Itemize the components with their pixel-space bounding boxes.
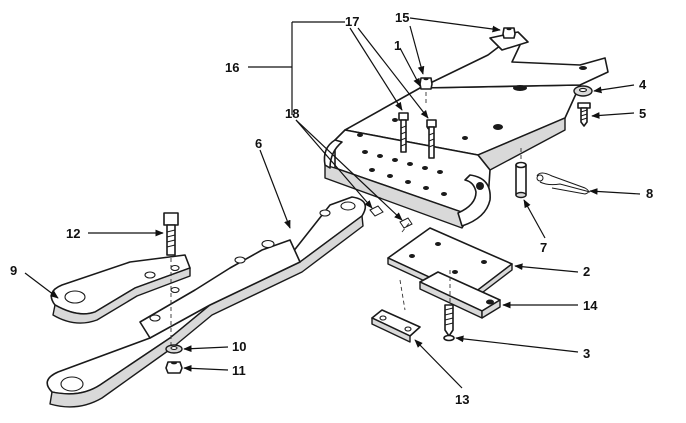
frame-holes [357, 66, 587, 196]
screw-5 [577, 102, 591, 127]
callout-6: 6 [255, 136, 262, 151]
callout-18: 18 [285, 106, 299, 121]
callout-14: 14 [583, 298, 598, 313]
callout-5: 5 [639, 106, 646, 121]
callout-3: 3 [583, 346, 590, 361]
callout-12: 12 [66, 226, 80, 241]
callout-17: 17 [345, 14, 359, 29]
nut-15 [502, 27, 516, 39]
callout-15: 15 [395, 10, 409, 25]
bolt-12 [163, 212, 179, 345]
pin-7 [515, 148, 527, 199]
clips-18 [369, 205, 413, 229]
hairpin-8 [536, 172, 591, 195]
callout-2: 2 [583, 264, 590, 279]
callout-labels: 1 2 3 4 5 6 7 8 9 10 11 12 13 14 15 16 1… [10, 10, 653, 407]
callout-16: 16 [225, 60, 239, 75]
callout-10: 10 [232, 339, 246, 354]
plate-14 [419, 271, 501, 319]
callout-11: 11 [232, 363, 246, 378]
mounting-frame [323, 31, 609, 229]
callout-13: 13 [455, 392, 469, 407]
drawbar [46, 196, 367, 408]
bolts-17 [398, 112, 437, 159]
callout-9: 9 [10, 263, 17, 278]
leader-lines [24, 17, 641, 389]
washer-4 [573, 85, 593, 97]
callout-7: 7 [540, 240, 547, 255]
bar-13 [371, 309, 421, 343]
screw-3 [443, 304, 455, 342]
callout-4: 4 [639, 77, 647, 92]
nut-11 [165, 361, 183, 374]
callout-8: 8 [646, 186, 653, 201]
callout-1: 1 [394, 38, 401, 53]
washer-10 [165, 344, 183, 354]
